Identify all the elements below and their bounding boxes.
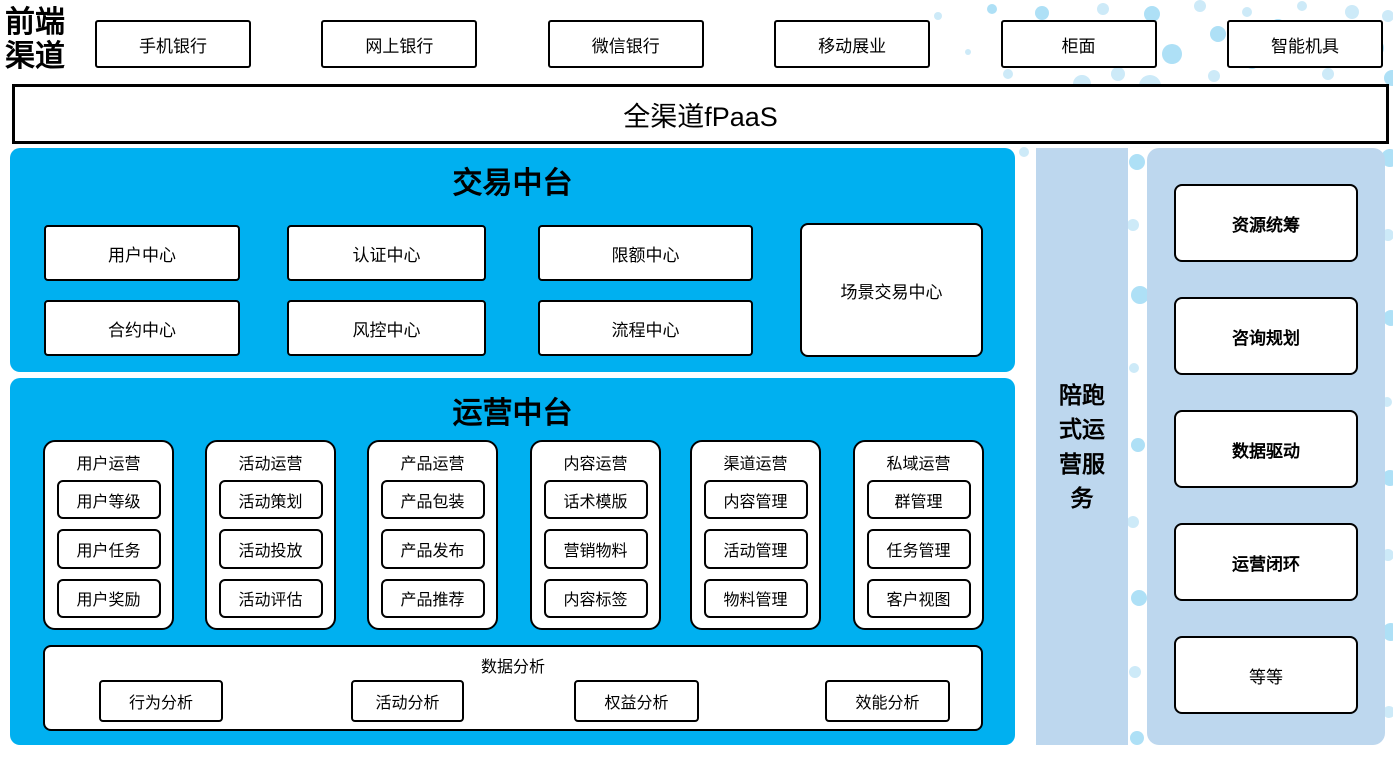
operation-column-header: 用户运营	[76, 456, 141, 473]
analysis-item-efficiency: 效能分析	[825, 680, 950, 722]
operation-platform-panel: 运营中台 用户运营 用户等级 用户任务 用户奖励 活动运营 活动策划 活动投放 …	[10, 378, 1015, 745]
operation-platform-title: 运营中台	[452, 397, 573, 430]
analysis-item-activity: 活动分析	[351, 680, 464, 722]
operation-item: 用户等级	[56, 480, 161, 520]
operation-item: 营销物料	[543, 529, 648, 569]
service-box-operation-loop: 运营闭环	[1174, 523, 1358, 601]
operation-item: 产品推荐	[380, 578, 485, 618]
transaction-platform-panel: 交易中台 用户中心 认证中心 限额中心 合约中心 风控中心 流程中心 场景交易中…	[10, 148, 1015, 372]
service-panel: 资源统筹 咨询规划 数据驱动 运营闭环 等等	[1147, 148, 1385, 745]
operation-column-product: 产品运营 产品包装 产品发布 产品推荐	[367, 440, 498, 630]
channel-box-wechat-banking: 微信银行	[547, 20, 704, 68]
operation-item: 用户奖励	[56, 578, 161, 618]
operation-column-activity: 活动运营 活动策划 活动投放 活动评估	[205, 440, 336, 630]
operation-column-header: 内容运营	[563, 456, 628, 473]
companion-operation-service-column: 陪跑式运营服务	[1036, 148, 1128, 745]
operation-item: 活动评估	[218, 578, 323, 618]
service-box-etc: 等等	[1174, 636, 1358, 714]
operation-column-header: 私域运营	[886, 456, 951, 473]
center-box-user: 用户中心	[44, 225, 240, 281]
operation-item: 物料管理	[703, 578, 808, 618]
operation-item: 活动策划	[218, 480, 323, 520]
omnichannel-fpaas-bar: 全渠道fPaaS	[12, 84, 1389, 144]
operation-column-header: 产品运营	[400, 456, 465, 473]
operation-item: 产品发布	[380, 529, 485, 569]
data-analysis-title: 数据分析	[480, 659, 545, 676]
operation-column-content: 内容运营 话术模版 营销物料 内容标签	[530, 440, 661, 630]
operation-column-header: 活动运营	[238, 456, 303, 473]
operation-item: 活动管理	[703, 529, 808, 569]
operation-column-header: 渠道运营	[723, 456, 788, 473]
service-box-consulting-planning: 咨询规划	[1174, 297, 1358, 375]
operation-item: 任务管理	[866, 529, 971, 569]
transaction-platform-title: 交易中台	[452, 167, 573, 200]
center-box-limit: 限额中心	[538, 225, 753, 281]
channel-box-counter: 柜面	[1000, 20, 1157, 68]
operation-item: 话术模版	[543, 480, 648, 520]
center-box-process: 流程中心	[538, 300, 753, 356]
channel-box-mobile-outreach: 移动展业	[774, 20, 931, 68]
channel-row: 手机银行 网上银行 微信银行 移动展业 柜面 智能机具	[95, 20, 1383, 68]
service-box-data-driven: 数据驱动	[1174, 410, 1358, 488]
operation-item: 内容标签	[543, 578, 648, 618]
center-box-contract: 合约中心	[44, 300, 240, 356]
companion-operation-service-label: 陪跑式运营服务	[1059, 381, 1105, 512]
operation-item: 产品包装	[380, 480, 485, 520]
service-box-resource-planning: 资源统筹	[1174, 184, 1358, 262]
operation-item: 群管理	[866, 480, 971, 520]
channel-box-mobile-banking: 手机银行	[95, 20, 251, 68]
channel-box-online-banking: 网上银行	[321, 20, 478, 68]
center-box-scenario-transaction: 场景交易中心	[800, 223, 983, 357]
operation-item: 内容管理	[703, 480, 808, 520]
operation-column-channel: 渠道运营 内容管理 活动管理 物料管理	[690, 440, 821, 630]
operation-item: 用户任务	[56, 529, 161, 569]
operation-item: 活动投放	[218, 529, 323, 569]
center-box-authentication: 认证中心	[287, 225, 486, 281]
analysis-item-benefit: 权益分析	[574, 680, 699, 722]
data-analysis-box: 数据分析 行为分析 活动分析 权益分析 效能分析	[43, 645, 983, 731]
operation-column-private-domain: 私域运营 群管理 任务管理 客户视图	[853, 440, 984, 630]
operation-item: 客户视图	[866, 578, 971, 618]
channel-box-smart-machines: 智能机具	[1226, 20, 1383, 68]
frontend-channels-label: 前端渠道	[5, 6, 65, 73]
operation-column-user: 用户运营 用户等级 用户任务 用户奖励	[43, 440, 174, 630]
center-box-risk-control: 风控中心	[287, 300, 486, 356]
analysis-item-behavior: 行为分析	[99, 680, 223, 722]
